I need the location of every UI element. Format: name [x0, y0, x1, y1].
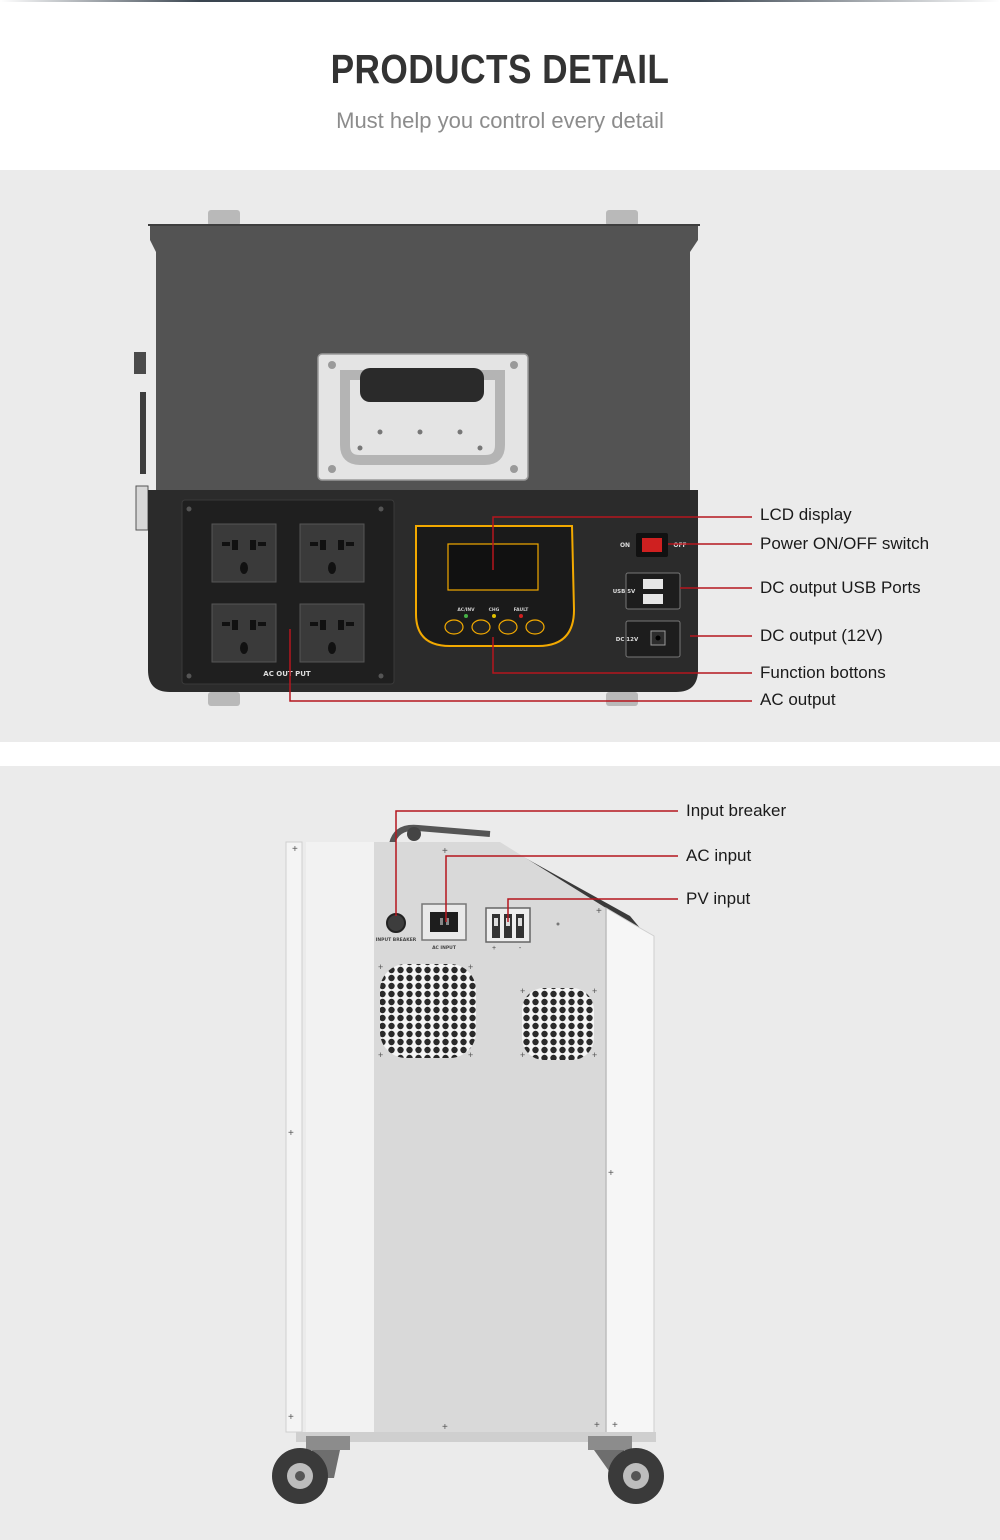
- indicator-chg-led: [492, 614, 496, 618]
- svg-text:+: +: [378, 962, 383, 972]
- handle-grip: [360, 368, 484, 402]
- ac-socket-3[interactable]: [211, 603, 277, 663]
- input-breaker-label: INPUT BREAKER: [376, 937, 417, 943]
- svg-text:+: +: [594, 1420, 600, 1431]
- svg-text:+: +: [612, 1420, 618, 1431]
- side-view-illustration: + + + + + + + + + INPUT BREAKER AC INP: [272, 810, 678, 1504]
- function-button-1[interactable]: [444, 619, 464, 635]
- ac-socket-4[interactable]: [299, 603, 365, 663]
- front-view-panel: AC OUT PUT AC/INV CHG FAULT ON OFF USB 5…: [0, 170, 1000, 742]
- indicator-chg-label: CHG: [489, 607, 500, 613]
- svg-text:+: +: [608, 1168, 614, 1179]
- side-latch-top: [134, 352, 146, 374]
- indicator-acinv-label: AC/INV: [457, 607, 475, 613]
- right-caster-wheel: [588, 1436, 664, 1504]
- pv-plus-label: +: [492, 945, 496, 952]
- callout-function-buttons: Function bottons: [760, 663, 886, 682]
- ac-input-label: AC INPUT: [432, 945, 457, 951]
- svg-text:+: +: [592, 1050, 597, 1060]
- switch-on-label: ON: [620, 542, 630, 549]
- svg-text:+: +: [468, 1050, 473, 1060]
- carry-handle-bar: [340, 370, 505, 465]
- pv-minus-label: -: [519, 945, 522, 952]
- bottom-right-foot: [606, 692, 638, 706]
- input-breaker[interactable]: [386, 913, 406, 933]
- indicator-acinv-led: [464, 614, 468, 618]
- indicator-fault-led: [519, 614, 523, 618]
- screw-mark: +: [292, 844, 298, 855]
- ac-output-label: AC OUT PUT: [263, 670, 311, 678]
- usb-port-2[interactable]: [643, 594, 663, 604]
- callout-ac-input: AC input: [686, 846, 752, 865]
- ac-input-socket[interactable]: [430, 912, 458, 932]
- small-fan-vent: [522, 988, 594, 1060]
- function-button-4[interactable]: [525, 619, 545, 635]
- svg-text:+: +: [442, 846, 448, 857]
- side-panel-highlight: [306, 842, 374, 1434]
- dc-label: DC 12V: [616, 637, 639, 643]
- svg-text:+: +: [288, 1128, 294, 1139]
- power-switch[interactable]: [642, 538, 662, 552]
- svg-text:+: +: [442, 1422, 448, 1433]
- top-handle: [389, 824, 491, 845]
- svg-text:+: +: [288, 1412, 294, 1423]
- top-left-foot: [208, 210, 240, 226]
- left-side-strip: [285, 841, 303, 1433]
- function-button-3[interactable]: [498, 619, 518, 635]
- svg-text:+: +: [378, 1050, 383, 1060]
- left-caster-wheel: [272, 1436, 350, 1504]
- ac-socket-1[interactable]: [211, 523, 277, 583]
- svg-text:+: +: [520, 986, 525, 996]
- top-right-foot: [606, 210, 638, 226]
- svg-text:+: +: [596, 906, 602, 917]
- front-callout-lines: [289, 516, 752, 702]
- bottom-base: [296, 1432, 656, 1442]
- callout-power-switch: Power ON/OFF switch: [760, 534, 930, 553]
- large-fan-vent: [380, 964, 476, 1058]
- side-clip: [135, 485, 149, 531]
- top-divider-line: [0, 0, 1000, 2]
- usb-port-panel: [625, 572, 681, 610]
- callout-pv-input: PV input: [686, 889, 751, 908]
- side-callout-lines: [395, 810, 678, 922]
- callout-ac-output: AC output: [760, 690, 836, 709]
- bottom-left-foot: [208, 692, 240, 706]
- side-rail: [140, 392, 146, 474]
- callout-usb-ports: DC output USB Ports: [760, 578, 921, 597]
- page-title: PRODUCTS DETAIL: [330, 46, 670, 92]
- callout-input-breaker: Input breaker: [686, 801, 787, 820]
- callout-dc-12v: DC output (12V): [760, 626, 883, 645]
- usb-port-1[interactable]: [643, 579, 663, 589]
- front-view-illustration: AC OUT PUT AC/INV CHG FAULT ON OFF USB 5…: [134, 210, 752, 706]
- handle-pivot: [407, 827, 421, 841]
- page-subtitle: Must help you control every detail: [336, 108, 664, 133]
- usb-label: USB 5V: [613, 589, 636, 595]
- svg-text:+: +: [592, 986, 597, 996]
- switch-off-label: OFF: [673, 542, 686, 549]
- callout-lcd-display: LCD display: [760, 505, 852, 524]
- indicator-fault-label: FAULT: [514, 607, 530, 613]
- svg-text:+: +: [468, 962, 473, 972]
- ac-socket-2[interactable]: [299, 523, 365, 583]
- side-view-panel: + + + + + + + + + INPUT BREAKER AC INP: [0, 766, 1000, 1540]
- svg-text:+: +: [520, 1050, 525, 1060]
- function-button-2[interactable]: [471, 619, 491, 635]
